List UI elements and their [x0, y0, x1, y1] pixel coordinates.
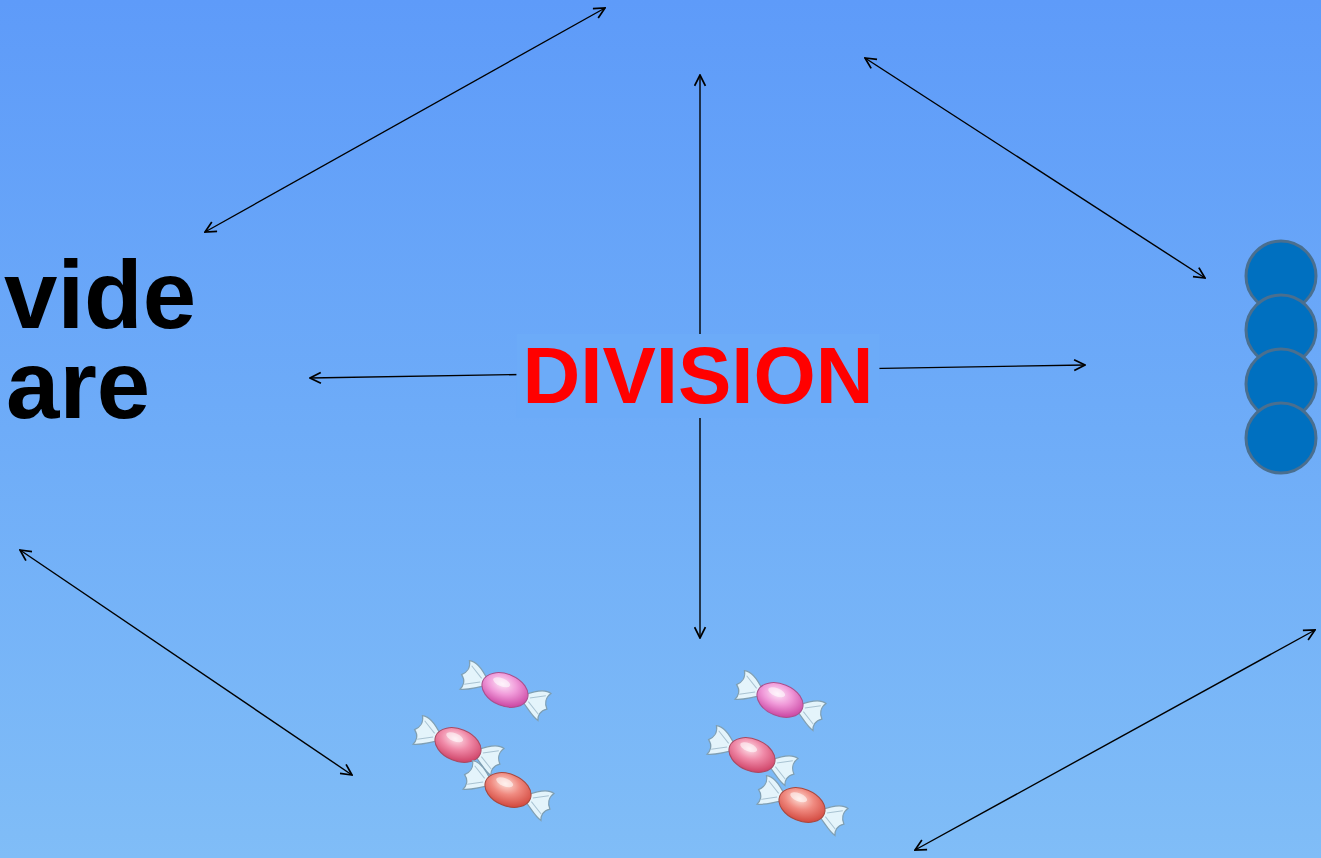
counter-circles: [1246, 241, 1316, 473]
double-arrow: [915, 630, 1315, 850]
counter-circle: [1246, 403, 1316, 473]
candy: [703, 723, 800, 787]
candy-group: [409, 658, 556, 822]
slide-word: are: [6, 337, 150, 433]
candy: [459, 758, 556, 822]
double-arrow: [205, 8, 605, 232]
slide-title: DIVISION: [516, 334, 879, 418]
double-arrow: [20, 550, 352, 775]
candy: [753, 773, 850, 837]
candy: [409, 713, 506, 777]
candy: [456, 658, 553, 722]
double-arrows: [20, 8, 1315, 850]
candy: [731, 668, 828, 732]
double-arrow: [865, 58, 1205, 278]
slide-word: vide: [4, 247, 196, 343]
candy-group: [703, 668, 850, 837]
